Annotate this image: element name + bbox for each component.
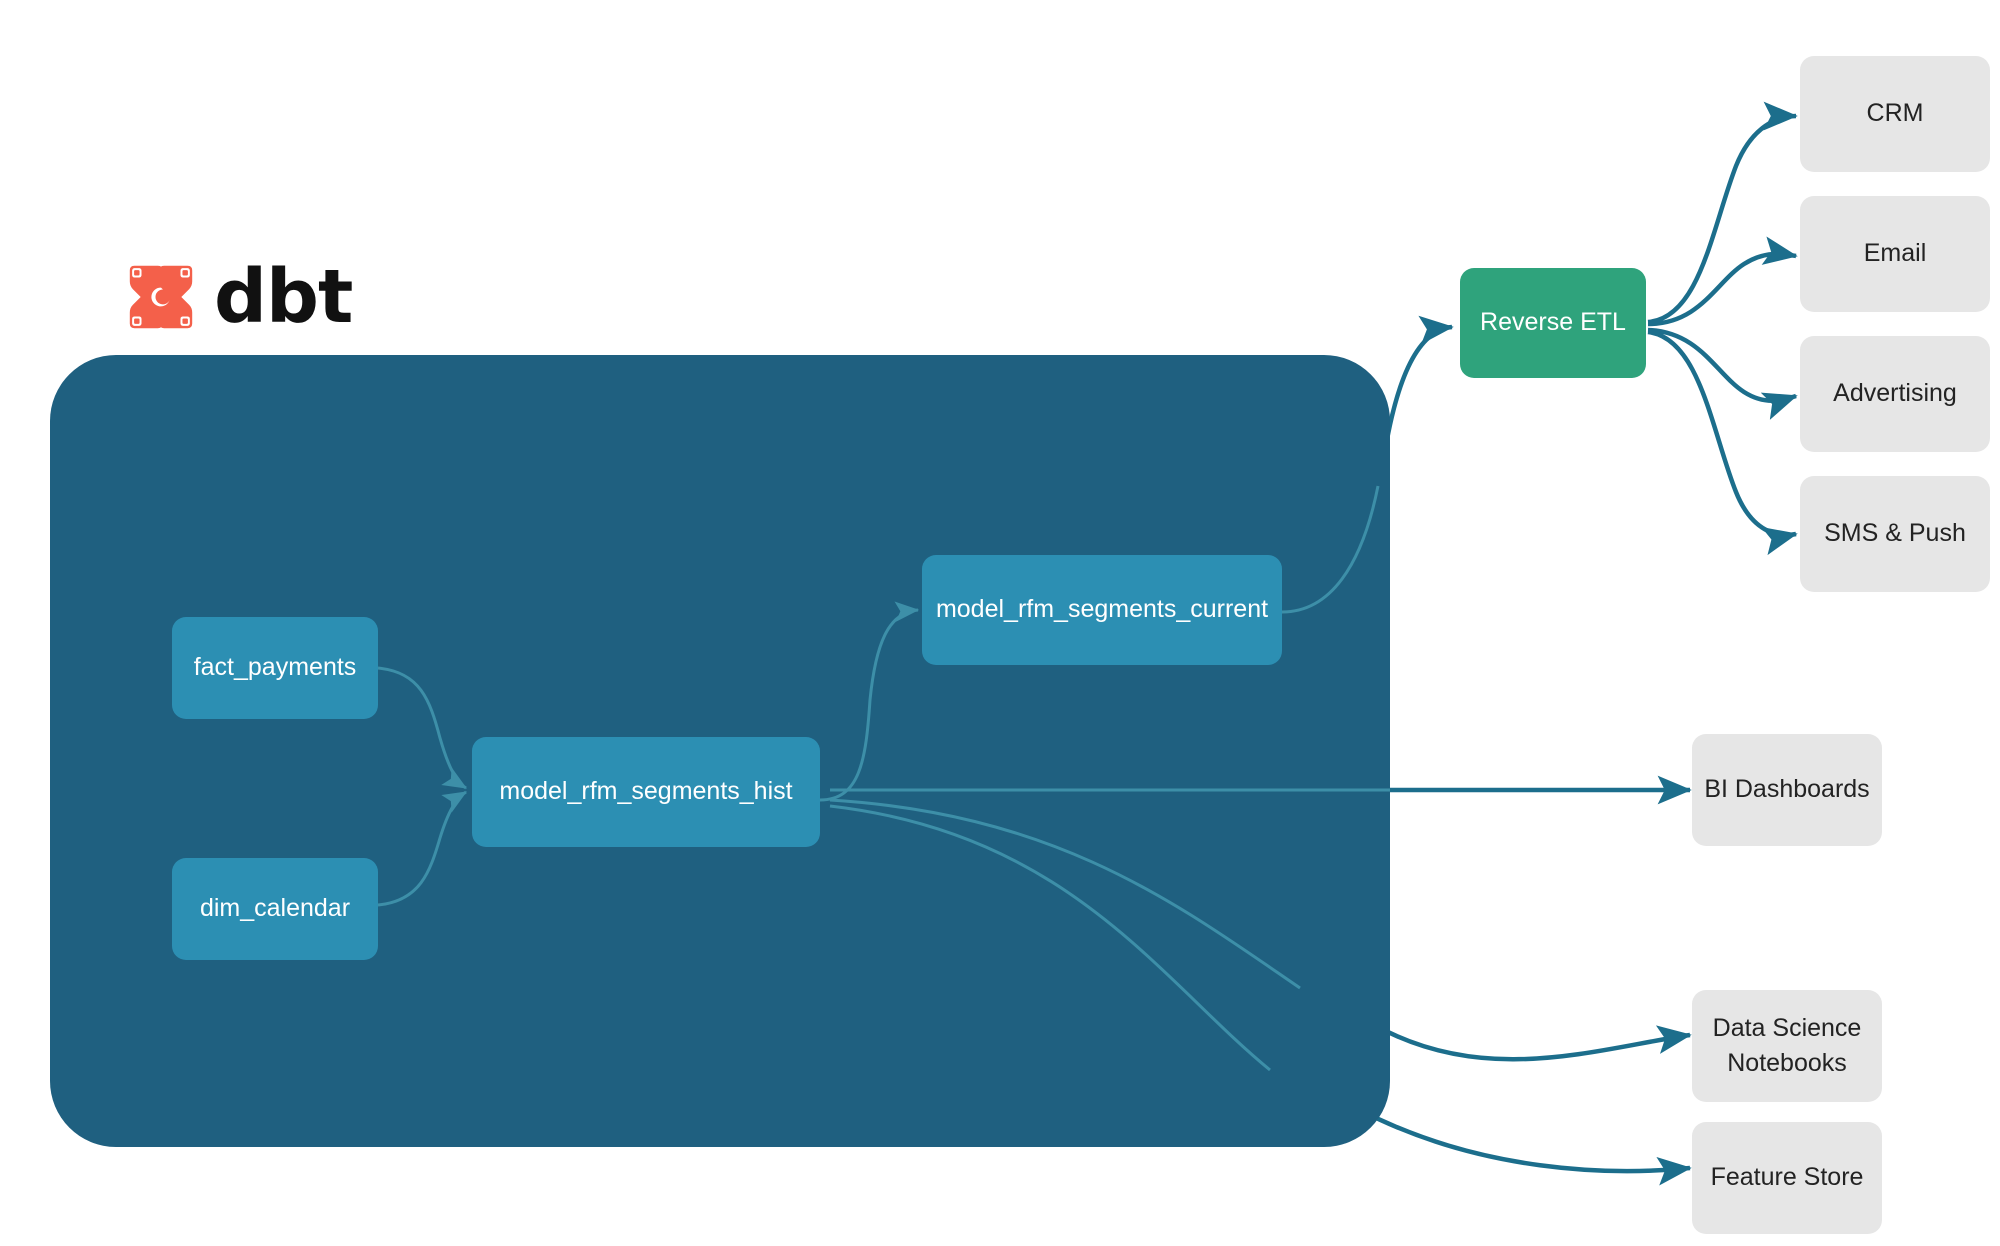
node-reverse-etl[interactable]: Reverse ETL bbox=[1460, 268, 1646, 378]
node-label: model_rfm_segments_current bbox=[935, 595, 1269, 624]
node-sms-push[interactable]: SMS & Push bbox=[1800, 476, 1990, 592]
dbt-logo-icon bbox=[129, 265, 193, 329]
edge-reverse-etl-to-sms-push bbox=[1647, 329, 1798, 556]
node-advertising[interactable]: Advertising bbox=[1800, 336, 1990, 452]
node-email[interactable]: Email bbox=[1800, 196, 1990, 312]
node-label: Advertising bbox=[1833, 379, 1957, 408]
node-label: dim_calendar bbox=[199, 894, 351, 923]
dbt-wordmark: dbt bbox=[214, 254, 353, 340]
node-feature-store[interactable]: Feature Store bbox=[1692, 1122, 1882, 1234]
node-label: SMS & Push bbox=[1824, 519, 1966, 548]
dbt-logo: dbt bbox=[122, 254, 353, 340]
node-label: BI Dashboards bbox=[1704, 775, 1870, 804]
node-label: Email bbox=[1863, 239, 1927, 268]
node-label: model_rfm_segments_hist bbox=[499, 777, 793, 806]
node-bi-dashboards[interactable]: BI Dashboards bbox=[1692, 734, 1882, 846]
node-fact-payments[interactable]: fact_payments bbox=[172, 617, 378, 719]
node-label-line1: Data Science bbox=[1712, 1013, 1862, 1042]
node-model-rfm-segments-current[interactable]: model_rfm_segments_current bbox=[922, 555, 1282, 665]
node-dim-calendar[interactable]: dim_calendar bbox=[172, 858, 378, 960]
edge-reverse-etl-to-advertising bbox=[1647, 327, 1798, 420]
node-label: CRM bbox=[1866, 99, 1924, 128]
node-label: Reverse ETL bbox=[1480, 308, 1626, 337]
node-data-science-notebooks[interactable]: Data Science Notebooks bbox=[1692, 990, 1882, 1102]
node-label: Feature Store bbox=[1710, 1163, 1864, 1192]
node-model-rfm-segments-hist[interactable]: model_rfm_segments_hist bbox=[472, 737, 820, 847]
node-crm[interactable]: CRM bbox=[1800, 56, 1990, 172]
edge-reverse-etl-to-email bbox=[1647, 236, 1798, 327]
node-label-line2: Notebooks bbox=[1727, 1049, 1847, 1077]
edge-reverse-etl-to-crm bbox=[1647, 101, 1798, 325]
node-label: fact_payments bbox=[193, 653, 357, 682]
